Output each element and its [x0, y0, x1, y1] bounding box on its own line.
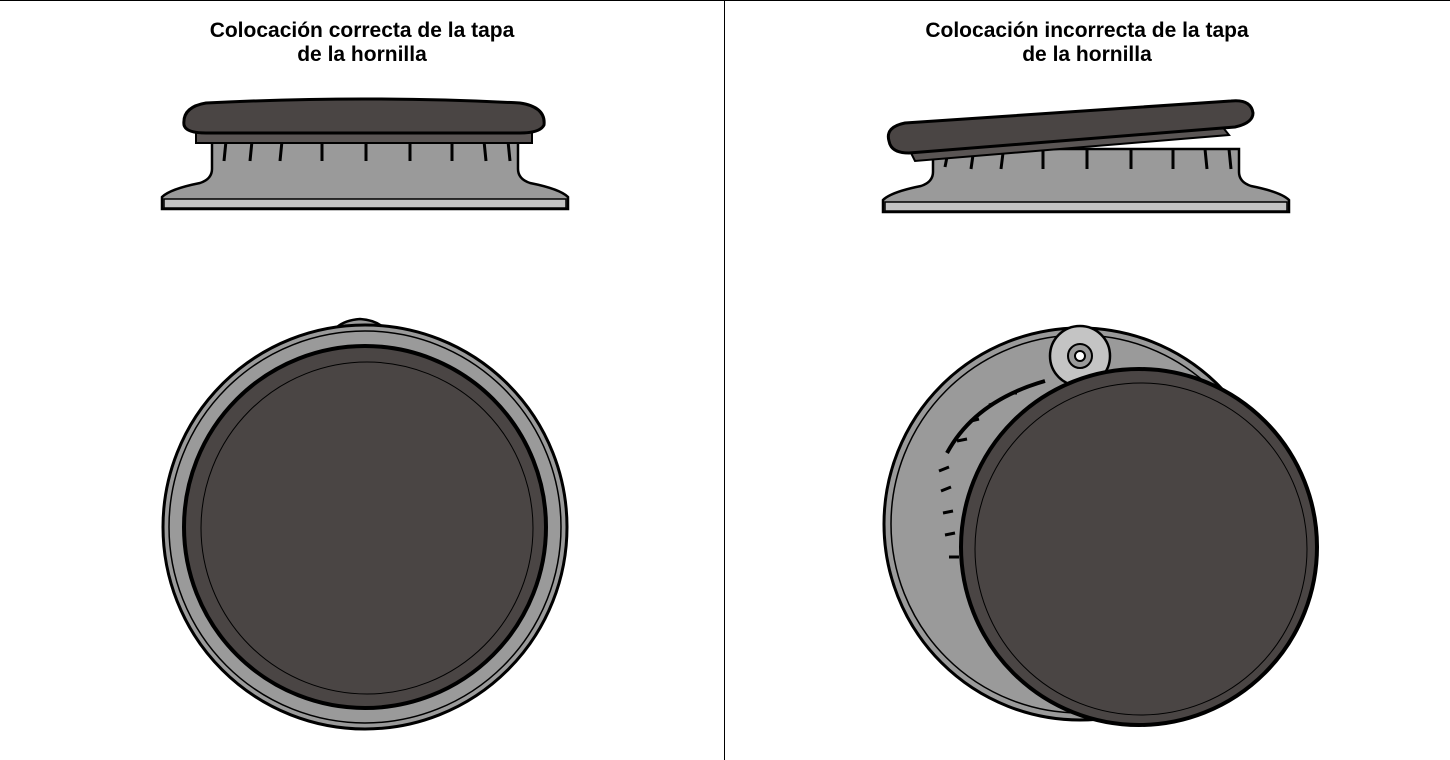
- panel-correct-title: Colocación correcta de la tapa de la hor…: [0, 19, 724, 67]
- panel-incorrect-title-line1: Colocación incorrecta de la tapa: [925, 19, 1249, 42]
- panel-incorrect: Colocación incorrecta de la tapa de la h…: [725, 1, 1449, 760]
- panel-incorrect-title-line2: de la hornilla: [1022, 43, 1152, 66]
- correct-illustration: [160, 97, 570, 731]
- panel-divider: [724, 1, 725, 760]
- panel-incorrect-title: Colocación incorrecta de la tapa de la h…: [725, 19, 1449, 67]
- burner-side-view-incorrect: [881, 99, 1291, 214]
- burner-top-view-correct: [161, 317, 569, 731]
- panel-correct-title-line2: de la hornilla: [297, 43, 427, 66]
- burner-top-view-incorrect: [882, 324, 1319, 727]
- burner-side-view-correct: [160, 97, 570, 211]
- incorrect-illustration: [881, 99, 1319, 727]
- panel-correct: Colocación correcta de la tapa de la hor…: [0, 1, 724, 760]
- panel-correct-title-line1: Colocación correcta de la tapa: [209, 19, 515, 42]
